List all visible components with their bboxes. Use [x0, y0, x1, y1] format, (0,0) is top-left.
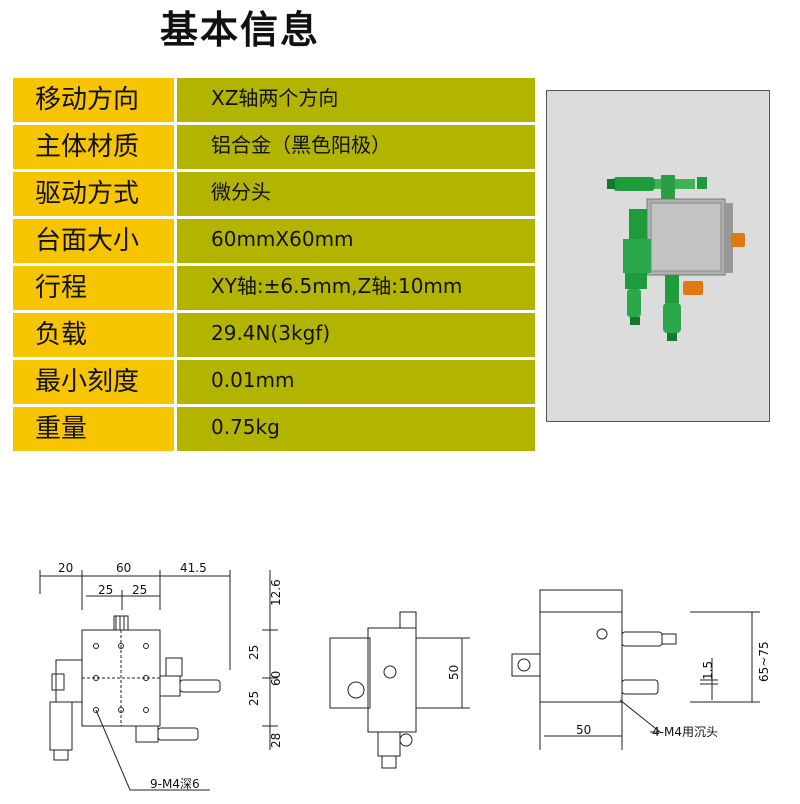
spec-row: 移动方向 XZ轴两个方向 — [13, 78, 535, 122]
dim-label: 60 — [116, 561, 131, 575]
spec-row: 驱动方式 微分头 — [13, 172, 535, 216]
dim-label: 25 — [132, 583, 147, 597]
spec-row: 重量 0.75kg — [13, 407, 535, 451]
dim-label: 41.5 — [180, 561, 207, 575]
page-title: 基本信息 — [160, 8, 321, 52]
spec-table: 移动方向 XZ轴两个方向 主体材质 铝合金（黑色阳极） 驱动方式 微分头 台面大… — [13, 78, 535, 454]
dim-label: 20 — [58, 561, 73, 575]
dim-label: 25 — [247, 691, 261, 706]
product-image — [546, 90, 770, 422]
dim-label: 1.5 — [701, 661, 715, 680]
spec-label: 最小刻度 — [13, 360, 177, 404]
spec-row: 行程 XY轴:±6.5mm,Z轴:10mm — [13, 266, 535, 310]
dim-label: 50 — [447, 665, 461, 680]
dim-label: 65~75 — [757, 641, 771, 682]
spec-label: 台面大小 — [13, 219, 177, 263]
dim-label: 25 — [247, 645, 261, 660]
dim-label: 28 — [269, 733, 283, 748]
stage-illustration — [607, 175, 745, 341]
spec-row: 最小刻度 0.01mm — [13, 360, 535, 404]
spec-label: 重量 — [13, 407, 177, 451]
spec-value: 微分头 — [177, 172, 535, 216]
spec-value: XZ轴两个方向 — [177, 78, 535, 122]
front-view-drawing — [39, 570, 278, 791]
hole-note: 4-M4用沉头 — [652, 725, 718, 739]
hole-note: 9-M4深6 — [150, 777, 200, 791]
spec-row: 台面大小 60mmX60mm — [13, 219, 535, 263]
micrometer-z-icon — [623, 209, 651, 325]
end-view-drawing — [511, 589, 760, 750]
spec-row: 负载 29.4N(3kgf) — [13, 313, 535, 357]
dim-label: 50 — [576, 723, 591, 737]
spec-label: 行程 — [13, 266, 177, 310]
lock-knob-icon — [683, 281, 703, 295]
spec-label: 主体材质 — [13, 125, 177, 169]
spec-label: 驱动方式 — [13, 172, 177, 216]
spec-label: 负载 — [13, 313, 177, 357]
spec-row: 主体材质 铝合金（黑色阳极） — [13, 125, 535, 169]
spec-value: 60mmX60mm — [177, 219, 535, 263]
dim-label: 60 — [269, 671, 283, 686]
spec-value: XY轴:±6.5mm,Z轴:10mm — [177, 266, 535, 310]
lock-knob-icon — [731, 233, 745, 247]
spec-value: 铝合金（黑色阳极） — [177, 125, 535, 169]
dimension-drawings: 20 60 41.5 25 25 12.6 25 60 25 28 9-M4深6… — [39, 561, 771, 791]
spec-value: 0.75kg — [177, 407, 535, 451]
technical-drawings: 20 60 41.5 25 25 12.6 25 60 25 28 9-M4深6… — [0, 550, 800, 800]
micrometer-x-icon — [607, 175, 707, 199]
side-view-drawing — [329, 611, 470, 769]
spec-label: 移动方向 — [13, 78, 177, 122]
spec-value: 29.4N(3kgf) — [177, 313, 535, 357]
spec-value: 0.01mm — [177, 360, 535, 404]
dim-label: 12.6 — [269, 579, 283, 606]
micrometer-y-icon — [663, 275, 681, 341]
dim-label: 25 — [98, 583, 113, 597]
